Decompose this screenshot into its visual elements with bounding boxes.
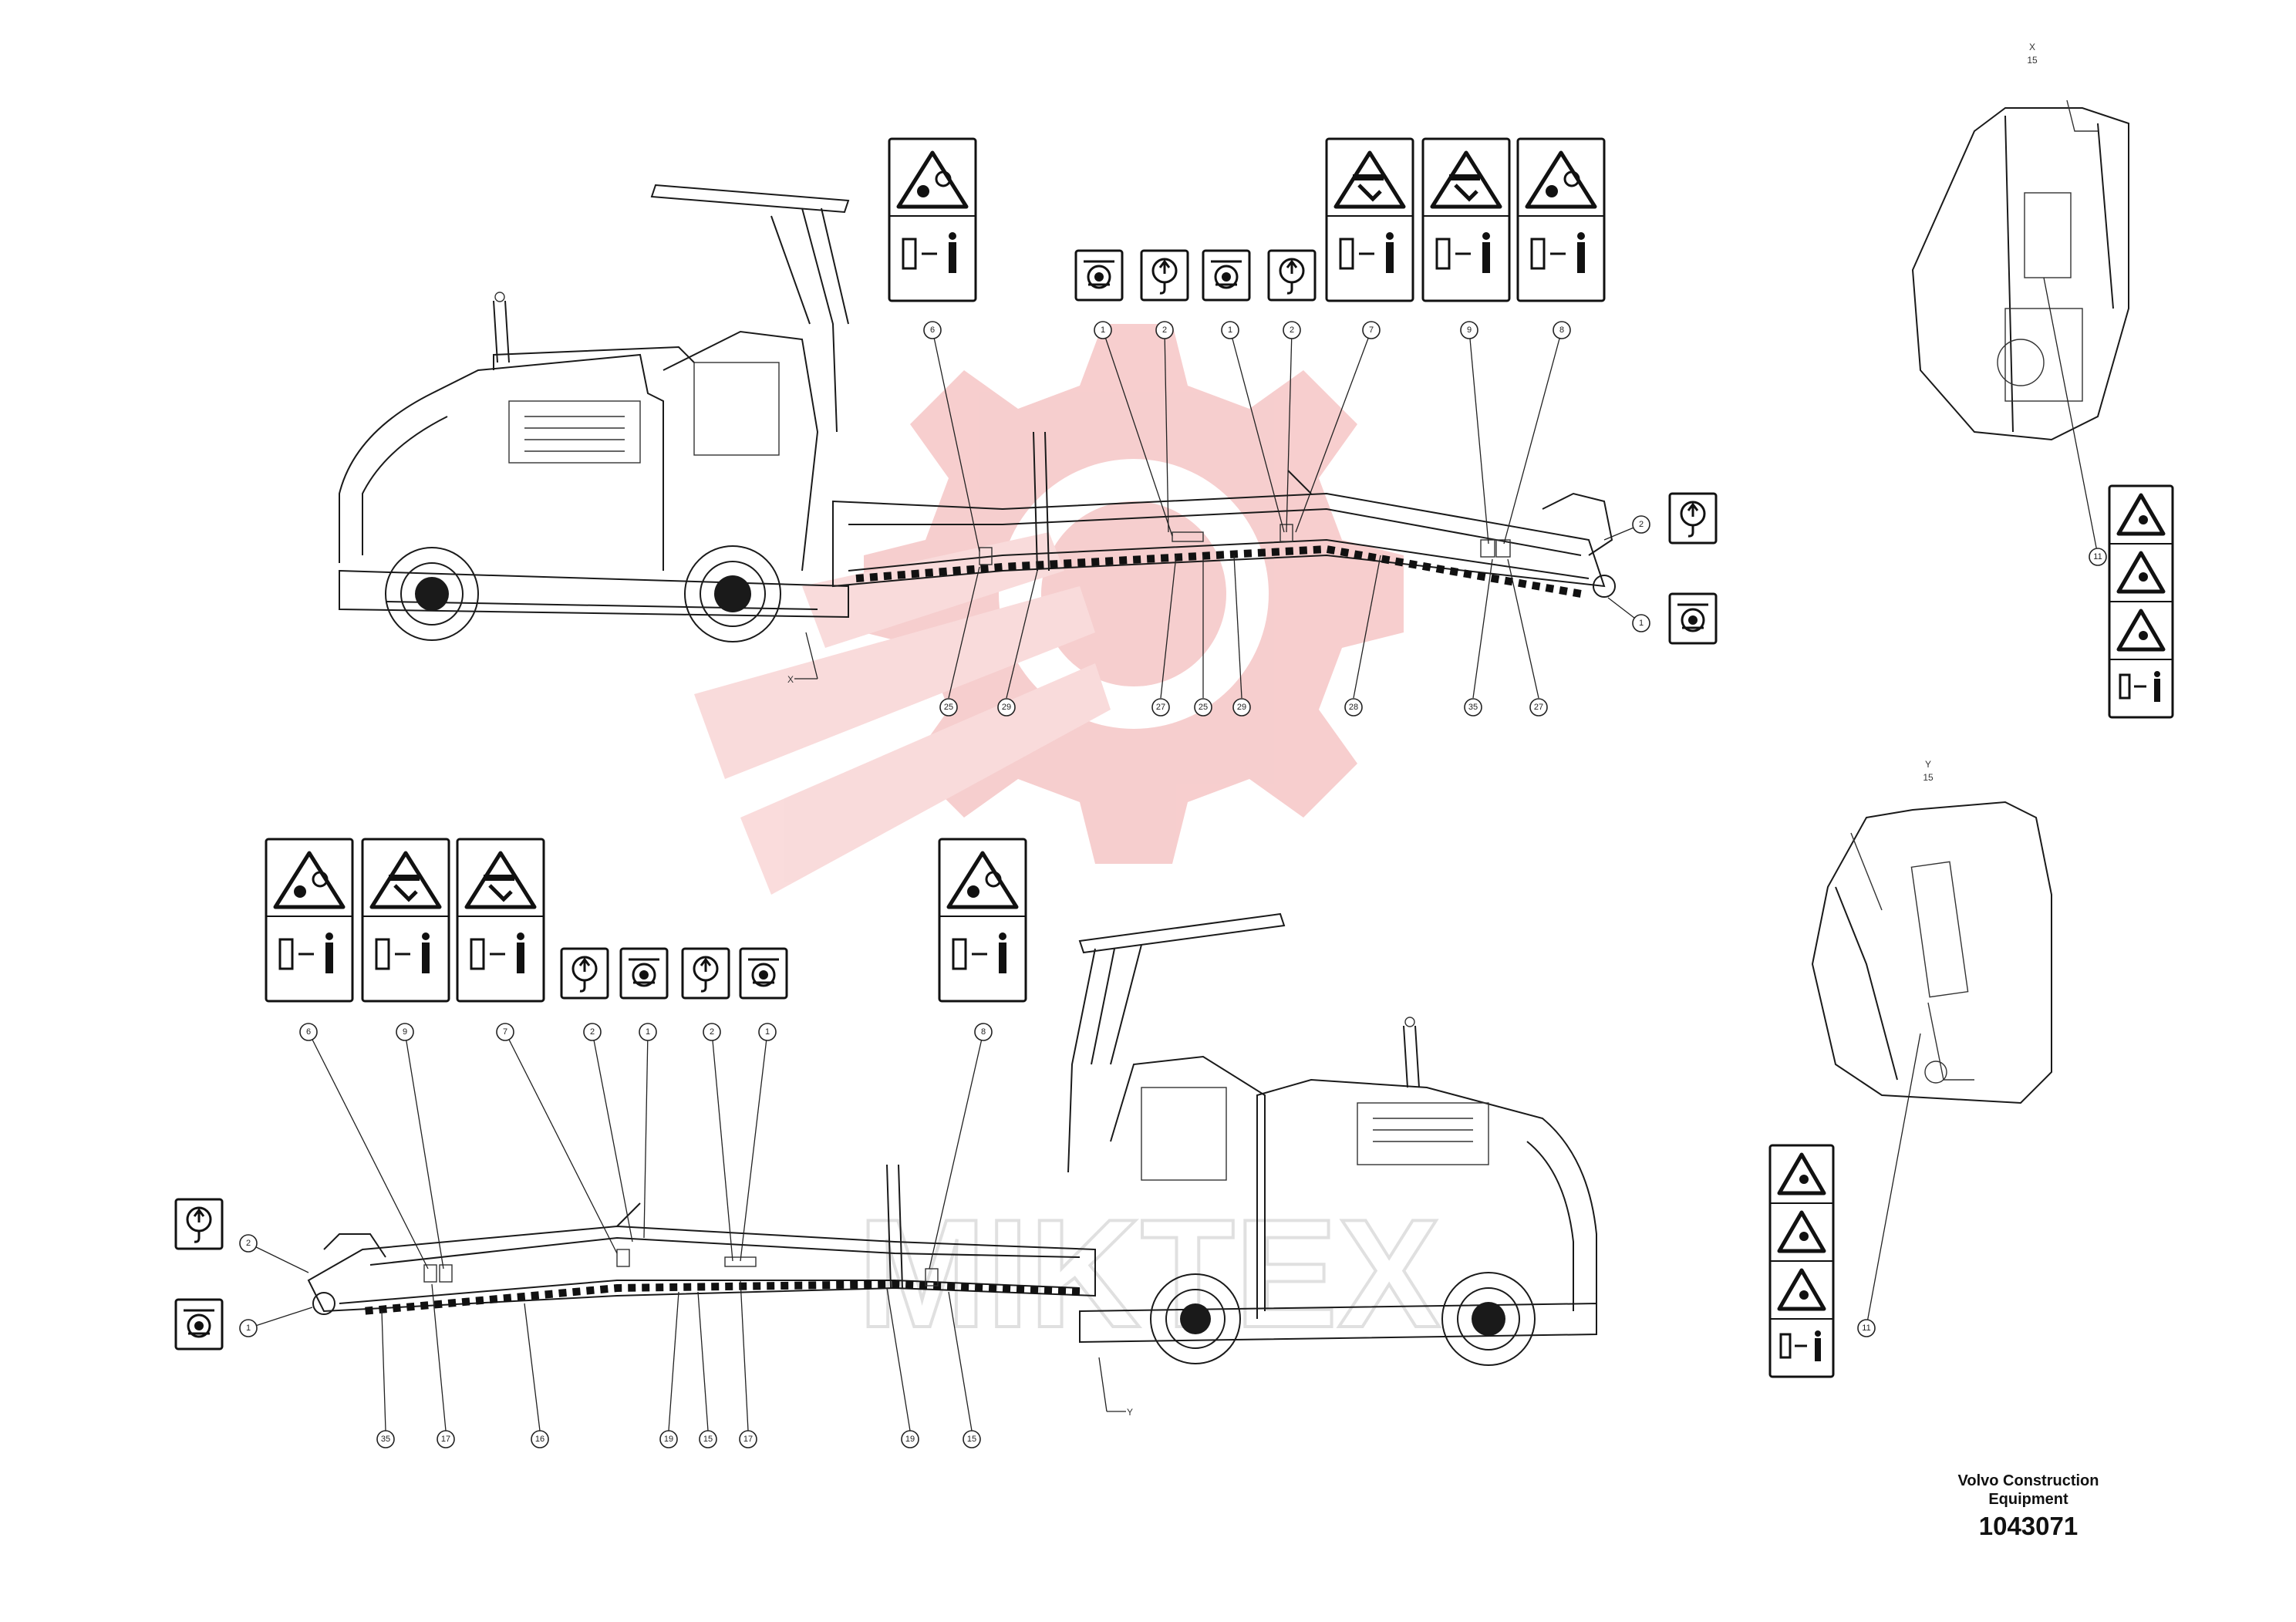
svg-text:MIKTEX: MIKTEX <box>858 1188 1441 1360</box>
callout: 25 <box>939 698 958 717</box>
callout: 15 <box>699 1430 717 1448</box>
svg-text:8: 8 <box>1559 325 1564 335</box>
part-number: 1043071 <box>1978 1512 2079 1540</box>
callout: 1 <box>1094 321 1112 339</box>
callout: 19 <box>659 1430 678 1448</box>
company-name: Volvo Construction Equipment <box>1913 1472 2144 1509</box>
company-line-1: Volvo Construction <box>1957 1472 2099 1489</box>
callout: 28 <box>1344 698 1363 717</box>
callout: 2 <box>239 1234 258 1253</box>
detail-y-decal <box>1770 1145 1833 1377</box>
callout-detail-x: 11 <box>2089 548 2107 566</box>
section-marker-x: X <box>787 674 794 685</box>
callout: 2 <box>703 1023 721 1041</box>
svg-text:17: 17 <box>441 1435 450 1444</box>
callout: 1 <box>639 1023 657 1041</box>
callout: 8 <box>1553 321 1571 339</box>
svg-text:1: 1 <box>765 1027 770 1037</box>
svg-text:25: 25 <box>1199 703 1208 712</box>
svg-text:2: 2 <box>246 1239 251 1248</box>
callout: 9 <box>1460 321 1478 339</box>
callout: 35 <box>376 1430 395 1448</box>
svg-text:1: 1 <box>1228 325 1232 335</box>
svg-text:2: 2 <box>1639 520 1644 529</box>
svg-text:11: 11 <box>2093 552 2102 561</box>
callout: 35 <box>1464 698 1482 717</box>
callout: 29 <box>1232 698 1251 717</box>
callout: 29 <box>997 698 1016 717</box>
svg-text:1: 1 <box>1639 619 1644 628</box>
svg-text:9: 9 <box>1467 325 1472 335</box>
callout: 9 <box>396 1023 414 1041</box>
svg-text:6: 6 <box>306 1027 311 1037</box>
svg-text:35: 35 <box>381 1435 390 1444</box>
svg-text:11: 11 <box>1862 1324 1870 1333</box>
callout: 27 <box>1151 698 1170 717</box>
svg-text:25: 25 <box>944 703 953 712</box>
callout: 17 <box>437 1430 455 1448</box>
svg-text:2: 2 <box>1162 325 1167 335</box>
section-marker-y: Y <box>1127 1407 1133 1418</box>
callout: 2 <box>1155 321 1174 339</box>
callout: 2 <box>1632 515 1650 534</box>
svg-text:17: 17 <box>743 1435 753 1444</box>
detail-x-label: X <box>2029 42 2035 52</box>
watermark-logo: MIKTEX <box>694 324 1442 1361</box>
svg-text:15: 15 <box>967 1435 976 1444</box>
svg-text:9: 9 <box>403 1027 407 1037</box>
svg-text:27: 27 <box>1156 703 1165 712</box>
callout-detail-y: 11 <box>1857 1319 1876 1337</box>
callouts-top: 6 1 2 1 2 7 9 8 2 1 25 29 27 25 29 28 35… <box>923 321 1650 717</box>
callout: 2 <box>583 1023 602 1041</box>
callout: 1 <box>1632 614 1650 632</box>
svg-text:1: 1 <box>646 1027 650 1037</box>
svg-text:15: 15 <box>703 1435 713 1444</box>
svg-text:27: 27 <box>1534 703 1543 712</box>
callout: 2 <box>1283 321 1301 339</box>
svg-text:7: 7 <box>1369 325 1374 335</box>
callout: 1 <box>758 1023 777 1041</box>
callout: 15 <box>963 1430 981 1448</box>
detail-x-decal <box>2109 486 2173 717</box>
svg-text:8: 8 <box>981 1027 986 1037</box>
callout: 17 <box>739 1430 757 1448</box>
svg-text:19: 19 <box>905 1435 915 1444</box>
callouts-bottom: 6 9 7 2 1 2 1 8 2 1 35 17 16 19 15 17 19… <box>239 1023 993 1448</box>
detail-y-label: Y <box>1925 759 1931 770</box>
svg-text:29: 29 <box>1237 703 1246 712</box>
callout: 7 <box>1362 321 1381 339</box>
machine-bottom-view <box>307 912 1597 1366</box>
callout: 1 <box>1221 321 1239 339</box>
callout: 7 <box>496 1023 514 1041</box>
svg-text:29: 29 <box>1002 703 1011 712</box>
svg-text:28: 28 <box>1349 703 1358 712</box>
svg-text:2: 2 <box>590 1027 595 1037</box>
callout: 6 <box>923 321 942 339</box>
detail-view-x: X 15 <box>1911 42 2129 441</box>
svg-text:16: 16 <box>535 1435 544 1444</box>
callout: 25 <box>1194 698 1212 717</box>
callout: 16 <box>531 1430 549 1448</box>
callout: 1 <box>239 1319 258 1337</box>
svg-text:1: 1 <box>246 1324 251 1333</box>
callout: 19 <box>901 1430 919 1448</box>
svg-text:7: 7 <box>503 1027 507 1037</box>
svg-text:35: 35 <box>1468 703 1478 712</box>
machine-top-view <box>339 184 1616 642</box>
svg-text:2: 2 <box>710 1027 714 1037</box>
svg-text:19: 19 <box>664 1435 673 1444</box>
callout: 27 <box>1529 698 1548 717</box>
svg-text:1: 1 <box>1101 325 1105 335</box>
detail-x-sheet: 15 <box>2027 55 2038 66</box>
detail-y-sheet: 15 <box>1923 772 1934 783</box>
callout: 8 <box>974 1023 993 1041</box>
company-line-2: Equipment <box>1988 1491 2068 1508</box>
svg-text:6: 6 <box>930 325 935 335</box>
svg-text:2: 2 <box>1290 325 1294 335</box>
callout: 6 <box>299 1023 318 1041</box>
detail-view-y: Y 15 <box>1811 759 2052 1104</box>
